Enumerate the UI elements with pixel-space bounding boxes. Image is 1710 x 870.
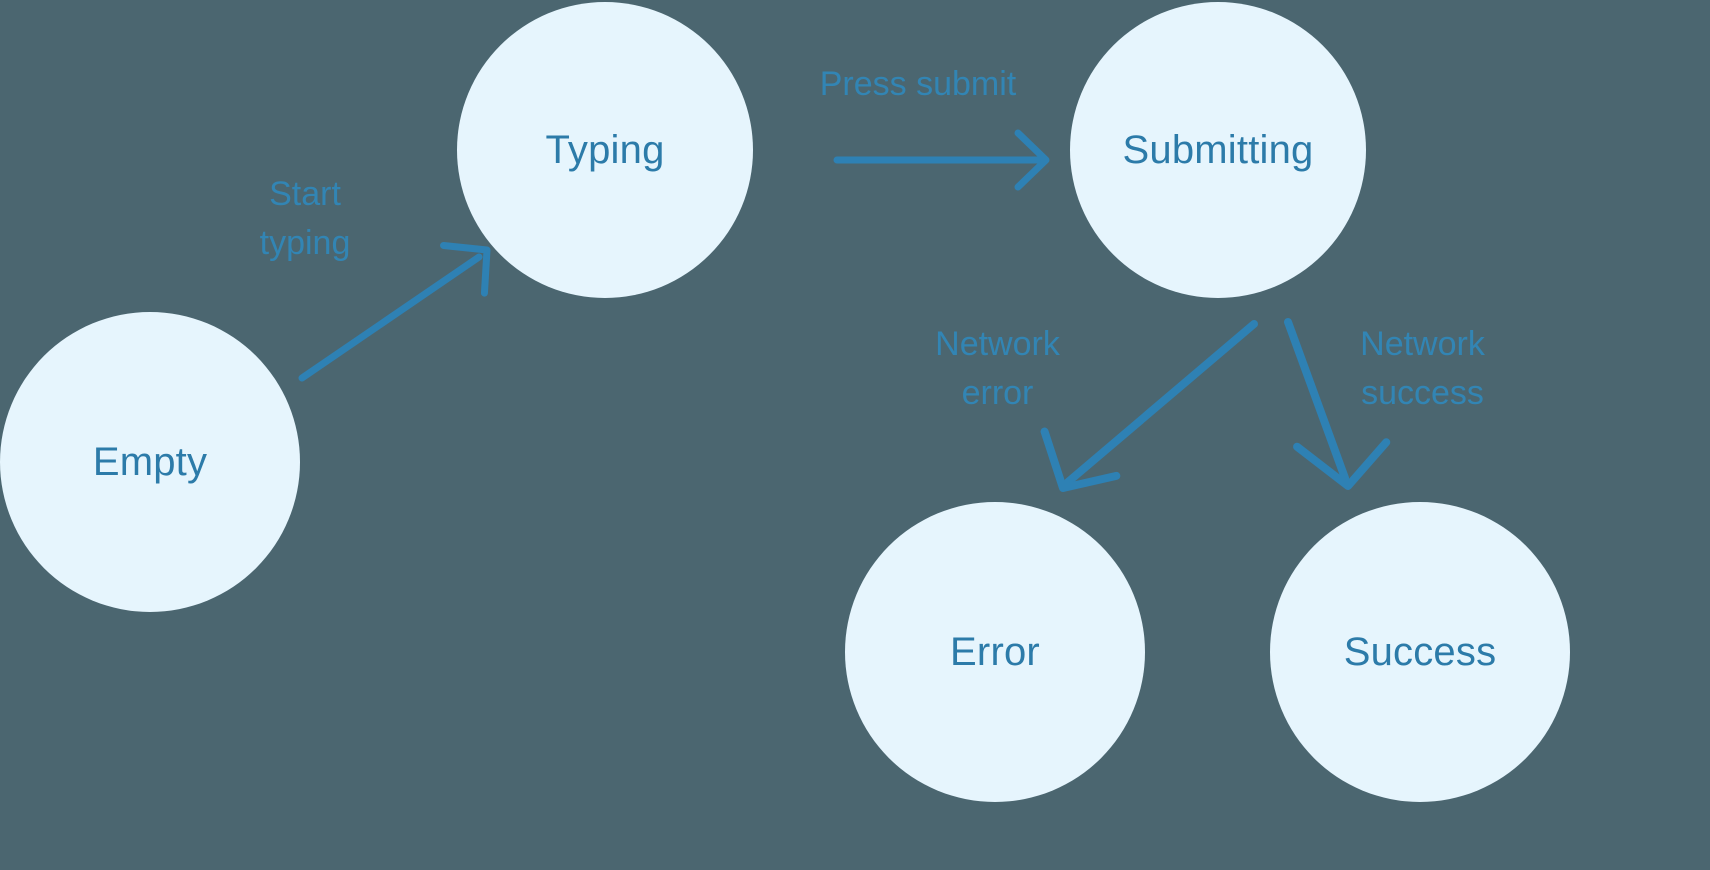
state-label-success: Success — [1343, 629, 1497, 674]
edge-label-start-typing: Start typing — [259, 175, 351, 263]
edge-submitting-to-success — [1284, 318, 1391, 490]
edge-typing-to-submitting — [833, 129, 1050, 191]
edge-empty-to-typing — [298, 241, 491, 382]
state-label-empty: Empty — [92, 439, 208, 484]
state-node-submitting[interactable]: Submitting — [1070, 2, 1366, 298]
state-node-success[interactable]: Success — [1270, 502, 1570, 802]
state-node-typing[interactable]: Typing — [457, 2, 753, 298]
state-node-error[interactable]: Error — [845, 502, 1145, 802]
state-label-error: Error — [950, 629, 1040, 674]
edge-label-press-submit: Press submit — [819, 65, 1017, 103]
state-node-empty[interactable]: Empty — [0, 312, 300, 612]
edge-label-network-error: Network error — [935, 325, 1060, 413]
edge-label-network-success: Network success — [1360, 325, 1485, 413]
state-label-typing: Typing — [545, 127, 665, 172]
state-label-submitting: Submitting — [1122, 127, 1314, 172]
edge-submitting-to-error — [1040, 320, 1258, 492]
